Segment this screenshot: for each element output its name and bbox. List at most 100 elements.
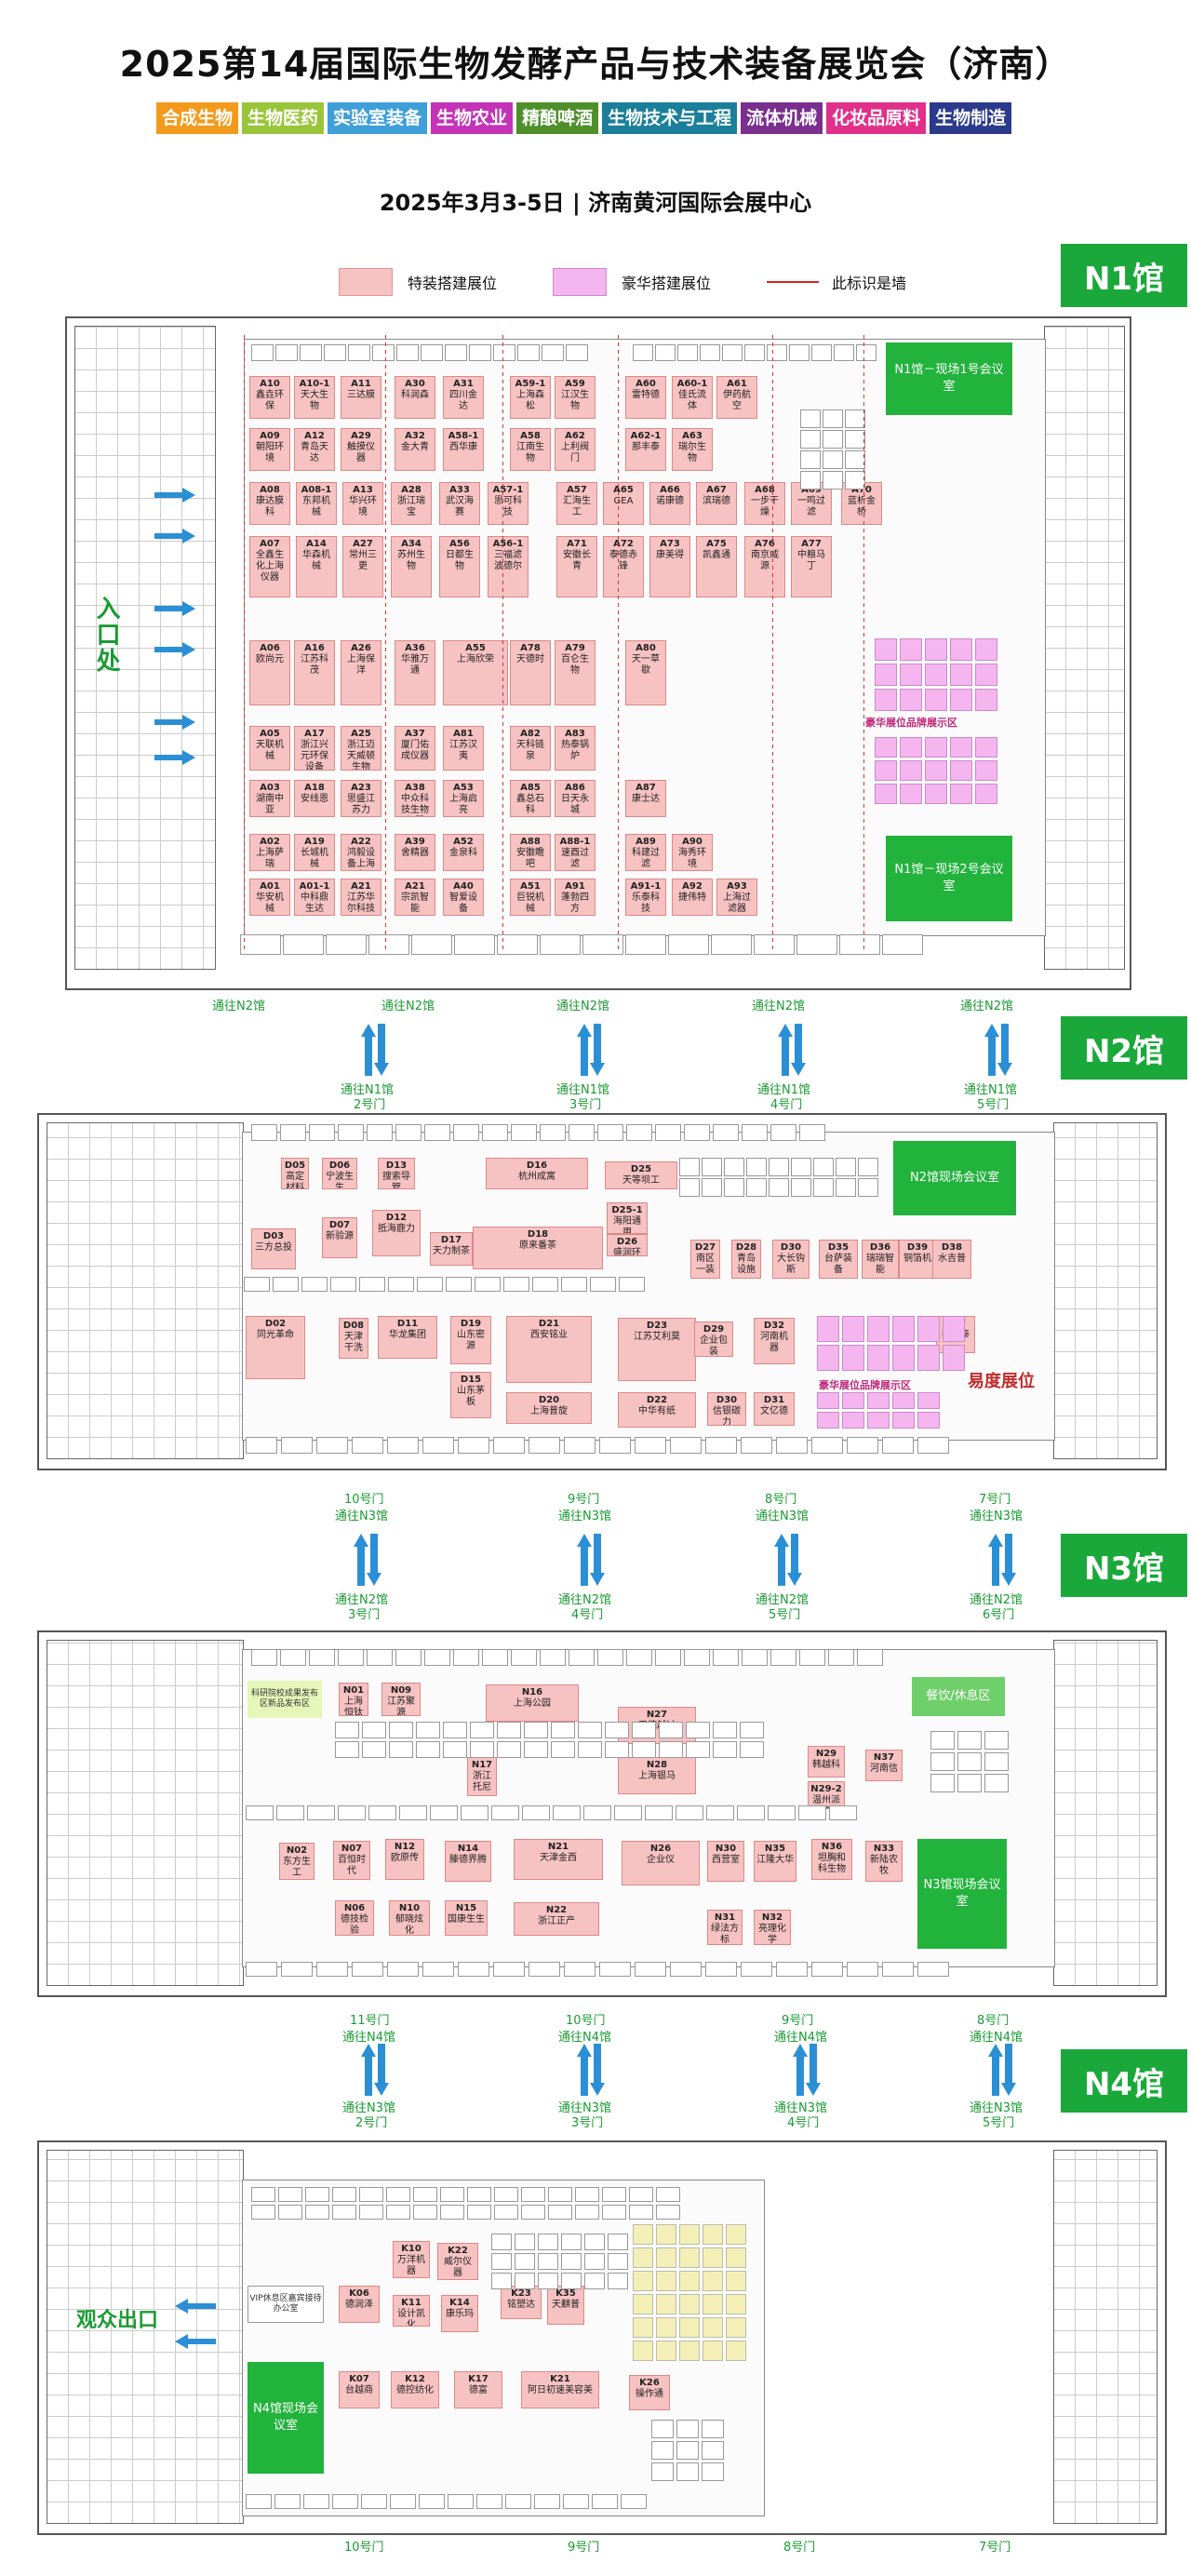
n3-small-booth[interactable]	[443, 1722, 467, 1738]
n2-small-booth[interactable]	[561, 1277, 587, 1292]
n2-small-booth[interactable]	[791, 1158, 811, 1176]
n1-luxury-booth[interactable]	[900, 638, 922, 661]
n4-craft-beer-booth[interactable]	[656, 2271, 676, 2291]
n4-small-booth[interactable]	[575, 2205, 599, 2220]
n3-small-booth[interactable]	[626, 1649, 652, 1666]
n1-small-booth[interactable]	[493, 344, 515, 361]
n1-luxury-booth[interactable]	[975, 737, 997, 758]
n3-small-booth[interactable]	[930, 1774, 955, 1792]
n4-small-booth[interactable]	[602, 2187, 626, 2202]
n3-small-booth[interactable]	[389, 1722, 413, 1738]
n4-small-booth[interactable]	[575, 2187, 599, 2202]
n2-small-booth[interactable]	[309, 1124, 335, 1141]
n4-small-booth[interactable]	[246, 2494, 272, 2509]
n4-craft-beer-booth[interactable]	[656, 2317, 676, 2338]
n2-small-booth[interactable]	[301, 1277, 328, 1292]
n4-craft-beer-booth[interactable]	[656, 2294, 676, 2314]
n2-small-booth[interactable]	[836, 1178, 856, 1197]
n2-small-booth[interactable]	[769, 1178, 789, 1197]
n4-small-booth[interactable]	[274, 2494, 301, 2509]
n1-luxury-booth[interactable]	[975, 760, 997, 781]
n1-small-booth[interactable]	[566, 344, 588, 361]
n3-small-booth[interactable]	[917, 1962, 949, 1977]
n2-small-booth[interactable]	[532, 1277, 558, 1292]
n1-service-room[interactable]	[668, 934, 709, 955]
n3-small-booth[interactable]	[605, 1741, 629, 1758]
n2-small-booth[interactable]	[422, 1437, 454, 1454]
n3-small-booth[interactable]	[367, 1649, 393, 1666]
n4-small-booth[interactable]	[491, 2253, 512, 2270]
n4-small-booth[interactable]	[419, 2494, 445, 2509]
n4-small-booth[interactable]	[629, 2205, 653, 2220]
n3-small-booth[interactable]	[470, 1722, 494, 1738]
n3-small-booth[interactable]	[713, 1722, 737, 1738]
n4-small-booth[interactable]	[592, 2494, 618, 2509]
n4-small-booth[interactable]	[651, 2420, 674, 2438]
n1-service-room[interactable]	[582, 934, 623, 955]
n1-small-booth[interactable]	[469, 344, 491, 361]
n4-small-booth[interactable]	[359, 2187, 383, 2202]
n3-small-booth[interactable]	[497, 1741, 521, 1758]
n4-small-booth[interactable]	[584, 2234, 605, 2250]
n1-luxury-booth[interactable]	[875, 784, 897, 804]
n3-dining-area[interactable]: 餐饮/休息区	[912, 1677, 1005, 1716]
n2-small-booth[interactable]	[813, 1178, 834, 1197]
n1-luxury-booth[interactable]	[925, 784, 947, 804]
n1-luxury-booth[interactable]	[875, 638, 897, 661]
n1-small-booth[interactable]	[800, 430, 821, 449]
n4-small-booth[interactable]	[621, 2494, 647, 2509]
n4-small-booth[interactable]	[676, 2462, 699, 2481]
n2-small-booth[interactable]	[791, 1178, 811, 1197]
n3-small-booth[interactable]	[686, 1741, 710, 1758]
n4-small-booth[interactable]	[491, 2273, 512, 2289]
n2-small-booth[interactable]	[387, 1437, 419, 1454]
n1-luxury-booth[interactable]	[900, 760, 922, 781]
n4-small-booth[interactable]	[305, 2205, 329, 2220]
n4-small-booth[interactable]	[521, 2205, 545, 2220]
n2-luxury-booth[interactable]	[842, 1412, 864, 1429]
n3-small-booth[interactable]	[632, 1741, 656, 1758]
n3-small-booth[interactable]	[578, 1741, 602, 1758]
n4-small-booth[interactable]	[332, 2494, 358, 2509]
n3-small-booth[interactable]	[847, 1962, 878, 1977]
n2-small-booth[interactable]	[281, 1437, 313, 1454]
n1-small-booth[interactable]	[744, 344, 765, 361]
n3-small-booth[interactable]	[737, 1805, 765, 1820]
n1-small-booth[interactable]	[300, 344, 322, 361]
n2-small-booth[interactable]	[811, 1437, 843, 1454]
n3-small-booth[interactable]	[281, 1962, 313, 1977]
n2-small-booth[interactable]	[742, 1124, 768, 1141]
n1-luxury-booth[interactable]	[950, 737, 972, 758]
booth[interactable]: A22鸿毅设备上海南	[341, 834, 381, 871]
n2-small-booth[interactable]	[746, 1178, 767, 1197]
n1-small-booth[interactable]	[834, 344, 854, 361]
n3-small-booth[interactable]	[352, 1962, 383, 1977]
n4-craft-beer-booth[interactable]	[679, 2224, 700, 2245]
n4-small-booth[interactable]	[608, 2253, 628, 2270]
n1-small-booth[interactable]	[396, 344, 419, 361]
n3-small-booth[interactable]	[686, 1722, 710, 1738]
n3-small-booth[interactable]	[470, 1741, 494, 1758]
